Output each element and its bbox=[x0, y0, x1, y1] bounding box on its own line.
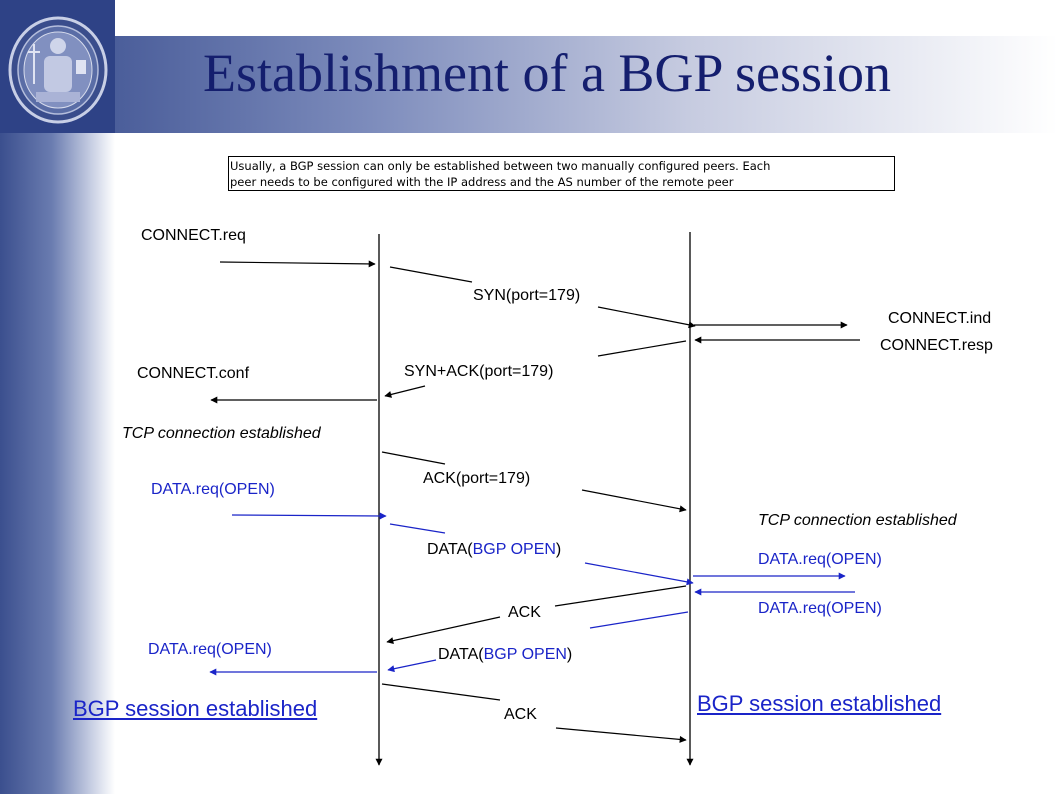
label-data-bgp-1: DATA(BGP OPEN) bbox=[427, 541, 561, 559]
label-data-bgp-2-suffix: ) bbox=[566, 646, 573, 663]
label-data-bgp-2: DATA(BGP OPEN) bbox=[438, 646, 572, 664]
label-connect-resp: CONNECT.resp bbox=[880, 337, 993, 354]
arrow-synack-a bbox=[597, 340, 687, 357]
university-seal bbox=[8, 16, 108, 124]
label-data-req-right2: DATA.req(OPEN) bbox=[758, 600, 882, 617]
label-tcp-right: TCP connection established bbox=[758, 512, 957, 529]
arrow-data-bgp1-b bbox=[584, 562, 694, 586]
arrow-syn-a bbox=[389, 266, 473, 283]
note-line-1: Usually, a BGP session can only be estab… bbox=[230, 159, 771, 173]
arrow-syn-b bbox=[597, 306, 696, 329]
arrow-ack-bottom-a bbox=[381, 683, 501, 701]
label-data-bgp-1-inner: BGP OPEN bbox=[472, 541, 556, 558]
title-banner bbox=[0, 36, 1058, 133]
arrow-data-bgp1-a bbox=[389, 523, 446, 534]
arrow-ack-port-a bbox=[381, 451, 446, 465]
logo-box bbox=[0, 0, 115, 133]
arrow-data-bgp2-b bbox=[387, 659, 437, 673]
label-tcp-left: TCP connection established bbox=[122, 425, 321, 442]
label-data-bgp-1-suffix: ) bbox=[555, 541, 562, 558]
label-ack-mid: ACK bbox=[508, 604, 541, 621]
arrow-synack-b bbox=[384, 385, 426, 398]
label-bgp-right: BGP session established bbox=[697, 691, 942, 716]
arrow-ack-port-b bbox=[581, 489, 687, 513]
arrow-data-bgp2-a bbox=[589, 611, 689, 629]
note-line-2: peer needs to be configured with the IP … bbox=[230, 175, 734, 189]
label-syn: SYN(port=179) bbox=[473, 287, 581, 304]
arrow-ack-mid-b bbox=[386, 616, 501, 645]
label-data-bgp-2-inner: BGP OPEN bbox=[483, 646, 567, 663]
label-data-bgp-2-prefix: DATA( bbox=[438, 646, 484, 663]
label-data-req-right1: DATA.req(OPEN) bbox=[758, 551, 882, 568]
label-connect-conf: CONNECT.conf bbox=[137, 365, 250, 382]
arrow-data-req-left1 bbox=[231, 512, 387, 520]
label-data-req-left1: DATA.req(OPEN) bbox=[151, 481, 275, 498]
arrow-ack-mid-a bbox=[554, 585, 687, 607]
label-data-bgp-1-prefix: DATA( bbox=[427, 541, 473, 558]
note-box: Usually, a BGP session can only be estab… bbox=[228, 156, 895, 191]
page-title: Establishment of a BGP session bbox=[203, 43, 891, 103]
label-bgp-left: BGP session established bbox=[73, 696, 318, 721]
label-synack: SYN+ACK(port=179) bbox=[404, 363, 554, 380]
label-data-req-left2: DATA.req(OPEN) bbox=[148, 641, 272, 658]
label-ack-port: ACK(port=179) bbox=[423, 470, 531, 487]
arrow-connect-req bbox=[219, 260, 376, 268]
label-connect-ind: CONNECT.ind bbox=[888, 310, 992, 327]
label-ack-bottom: ACK bbox=[504, 706, 537, 723]
arrow-ack-bottom-b bbox=[555, 727, 687, 743]
label-connect-req: CONNECT.req bbox=[141, 227, 246, 244]
